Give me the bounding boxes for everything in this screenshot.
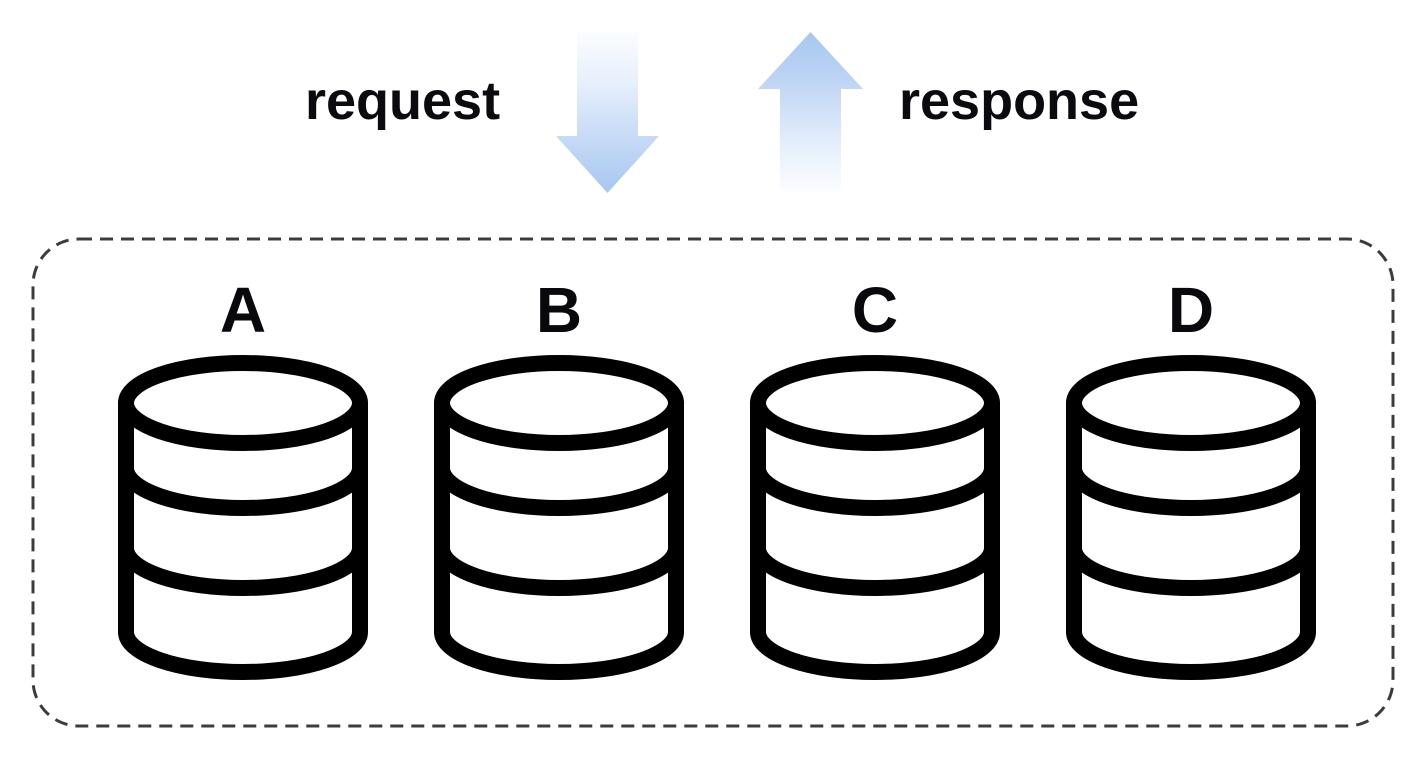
cylinder-body bbox=[118, 395, 368, 680]
cylinder-band-2 bbox=[118, 540, 368, 596]
cylinder-body bbox=[1066, 395, 1316, 680]
flow-response: response bbox=[758, 32, 1139, 191]
cylinder-top-ellipse bbox=[1066, 355, 1316, 451]
database-cylinder-icon bbox=[434, 355, 684, 680]
database-node-d[interactable]: D bbox=[1066, 274, 1316, 680]
cylinder-body bbox=[750, 395, 1000, 680]
cylinder-top-ellipse bbox=[750, 355, 1000, 451]
cylinder-band-2 bbox=[1066, 540, 1316, 596]
response-label: response bbox=[899, 71, 1139, 131]
database-cylinder-icon bbox=[118, 355, 368, 680]
arrow-up-icon bbox=[758, 32, 863, 191]
database-node-b[interactable]: B bbox=[434, 274, 684, 680]
cylinder-band-1 bbox=[750, 460, 1000, 516]
request-label: request bbox=[305, 71, 500, 131]
arrow-down-icon bbox=[556, 32, 659, 193]
cylinder-body bbox=[434, 395, 684, 680]
cylinder-band-1 bbox=[118, 460, 368, 516]
cylinder-top-ellipse bbox=[434, 355, 684, 451]
flow-request: request bbox=[305, 32, 659, 193]
database-cluster-boundary bbox=[31, 237, 1395, 728]
cylinder-band-1 bbox=[434, 460, 684, 516]
cylinder-top-ellipse bbox=[118, 355, 368, 451]
database-cylinder-icon bbox=[1066, 355, 1316, 680]
database-label-c: C bbox=[852, 274, 898, 346]
cylinder-band-2 bbox=[434, 540, 684, 596]
database-cylinder-icon bbox=[750, 355, 1000, 680]
database-label-d: D bbox=[1168, 274, 1214, 346]
database-node-a[interactable]: A bbox=[118, 274, 368, 680]
cylinder-band-1 bbox=[1066, 460, 1316, 516]
database-label-a: A bbox=[220, 274, 266, 346]
cylinder-band-2 bbox=[750, 540, 1000, 596]
database-node-c[interactable]: C bbox=[750, 274, 1000, 680]
database-label-b: B bbox=[536, 274, 582, 346]
